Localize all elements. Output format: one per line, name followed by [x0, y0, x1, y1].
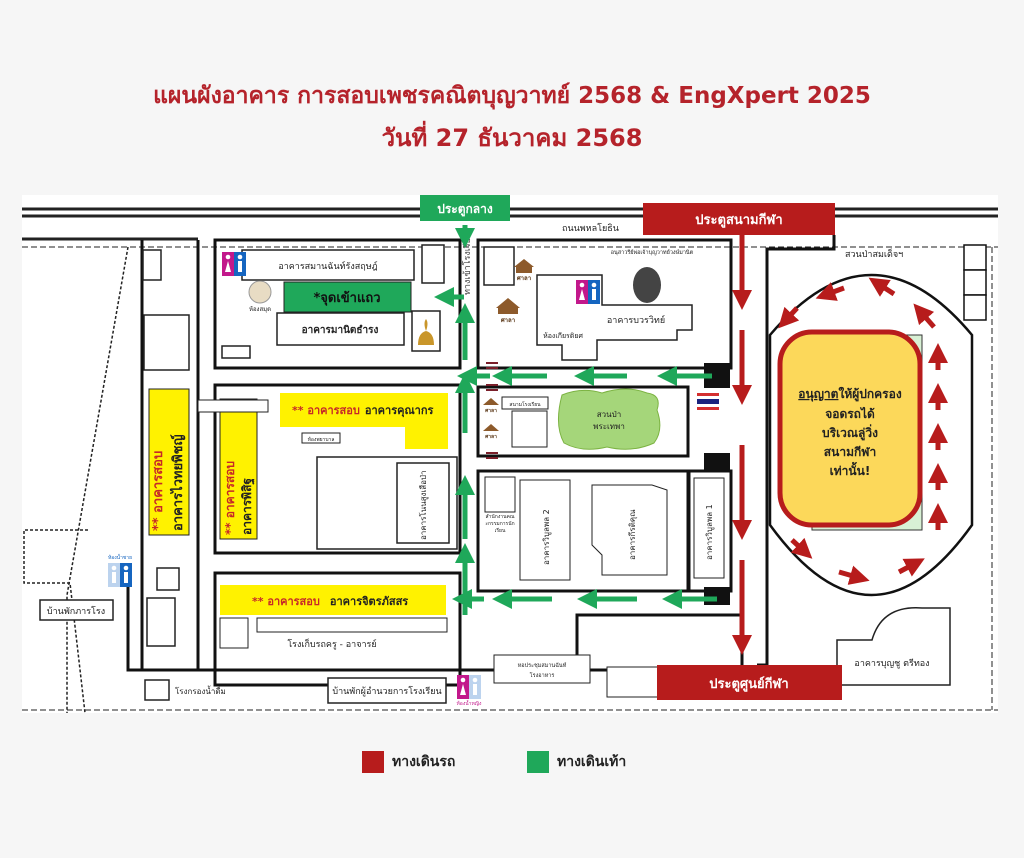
janitor-house-label: บ้านพักภารโรง [47, 606, 105, 617]
female-restroom-label: ห้องน้ำหญิง [457, 698, 483, 707]
pavilion-label: ศาลา [485, 434, 497, 440]
pavilion-icon [483, 398, 499, 431]
svg-text:** อาคารสอบ: ** อาคารสอบ [223, 461, 237, 535]
waithaya-label: อาคารไวทยพิชญ์ [169, 434, 186, 531]
map-title: แผนผังอาคาร การสอบเพชรคณิตบุญวาทย์ 2568 … [153, 83, 871, 109]
borworawit-building [536, 274, 693, 361]
wiboonpon2-label: อาคารวิบูลพล 2 [542, 509, 552, 565]
somdet-park-label: สวนป่าสมเด็จฯ [845, 247, 903, 260]
campus-map: ถนนพหลโยธิน ทางเข้าโรงเรียน สวนป่าสมเด็จ… [22, 195, 998, 713]
auditorium-label-2: โรงอาหาร [530, 671, 555, 679]
director-house-label: บ้านพักผู้อำนวยการโรงเรียน [332, 686, 441, 697]
sports-center-gate [657, 665, 842, 700]
waithaya-exam-prefix: ** อาคารสอบ [151, 451, 166, 531]
school-yard-label: สนามโรงเรียน [509, 401, 541, 408]
parking-line3: บริเวณลู่วิ่ง [822, 424, 878, 441]
manit-label: อาคารมานิตธำรง [302, 324, 379, 336]
khunakorn-label: อาคารคุณากร [365, 404, 434, 418]
queue-point [283, 281, 412, 313]
legend-pedestrian-swatch [527, 751, 549, 773]
svg-text:อนุญาตให้ผู้ปกครอง: อนุญาตให้ผู้ปกครอง [798, 386, 902, 402]
center-gate [420, 195, 510, 221]
male-restroom-icon [108, 563, 132, 587]
parking-line4: สนามกีฬา [824, 445, 876, 459]
boonchu-label: อาคารบุญชู ตรีทอง [854, 658, 929, 669]
parking-allowed: อนุญาต [798, 387, 838, 402]
monument-label: อนุสาวรีย์พ่อเจ้าบุญวาทย์วงษ์มานิต [611, 249, 694, 256]
queue-point-label: *จุดเข้าแถว [313, 290, 380, 306]
pavilion-label: ศาลา [517, 275, 531, 282]
pedestrian-route [434, 225, 717, 615]
thai-flag-icon [697, 393, 719, 410]
crosswalk [486, 362, 498, 459]
parking-line5: เท่านั้น! [830, 461, 871, 478]
forest-park-label-2: พระเทพา [593, 422, 625, 431]
waithaya-building [148, 388, 190, 536]
student-affairs-label: สำนักงานคณะกรรมการนักเรียน [485, 514, 515, 534]
buddha-icon [418, 319, 434, 345]
male-restroom-label: ห้องน้ำชาย [108, 552, 132, 561]
sports-center-gate-label: ประตูศูนย์กีฬา [709, 676, 788, 692]
vehicle-route [732, 235, 948, 655]
pisit-exam-prefix: ** อาคารสอบ [223, 461, 237, 535]
forest-park-label-1: สวนป่า [597, 410, 621, 419]
wiboonpon1-label: อาคารวิบูลพล 1 [705, 504, 715, 560]
exam-prefix: ** อาคารสอบ [292, 404, 360, 417]
map-date: วันที่ 27 ธันวาคม 2568 [381, 124, 643, 152]
legend-vehicle-swatch [362, 751, 384, 773]
library-label: ห้องสมุด [249, 306, 271, 313]
chitpassorn-building [220, 585, 446, 615]
female-restroom-icon [457, 675, 481, 699]
pisit-building [219, 398, 258, 540]
kiratikhun-label: อาคารกีรติคุณ [628, 509, 637, 560]
stadium-gate [643, 203, 835, 235]
borworawit-label: อาคารบวรวิทย์ [607, 314, 665, 326]
parking-parents: ให้ผู้ปกครอง [838, 386, 901, 402]
center-gate-label: ประตูกลาง [437, 202, 493, 217]
pavilion-icon [496, 259, 534, 314]
chitpassorn-label: อาคารจิตรภัสสร [330, 595, 408, 608]
legend-pedestrian-label: ทางเดินเท้า [557, 754, 627, 770]
stadium-gate-label: ประตูสนามกีฬา [695, 212, 782, 228]
parking-area [777, 329, 923, 528]
monument-icon [633, 267, 661, 303]
forest-park [558, 388, 661, 450]
auditorium-label-1: หอประชุมสมานฉันท์ [518, 662, 567, 669]
teacher-garage-label: โรงเก็บรถครู - อาจารย์ [287, 637, 376, 650]
restroom-icon [222, 252, 246, 276]
pavilion-label: ศาลา [501, 317, 515, 324]
main-road-label: ถนนพหลโยธิน [562, 223, 619, 234]
chitpassorn-exam-prefix: ** อาคารสอบ [252, 595, 320, 608]
prayer-room-label: ห้องพยาบาล [308, 436, 335, 443]
pavilion-label: ศาลา [485, 408, 497, 414]
moonsiri-label: อาคารโนนสูงเสือป่า [418, 471, 429, 540]
school-entrance-label: ทางเข้าโรงเรียน [462, 232, 473, 295]
samanchan-label: อาคารสมานฉันท์รังสฤษฎ์ [278, 260, 377, 272]
parking-line2: จอดรถได้ [825, 406, 875, 421]
water-plant-label: โรงกรองน้ำดื่ม [175, 685, 226, 696]
pisit-label: อาคารพิสิฐ [240, 478, 255, 535]
svg-text:** อาคารสอบ: ** อาคารสอบ [151, 451, 166, 531]
legend-pedestrian: ทางเดินเท้า [527, 751, 626, 773]
legend-vehicle: ทางเดินรถ [362, 751, 455, 773]
library-icon [248, 280, 272, 304]
restroom-icon [576, 280, 600, 304]
hall-of-fame-label: ห้องเกียรติยศ [543, 332, 583, 340]
legend-vehicle-label: ทางเดินรถ [392, 754, 456, 770]
